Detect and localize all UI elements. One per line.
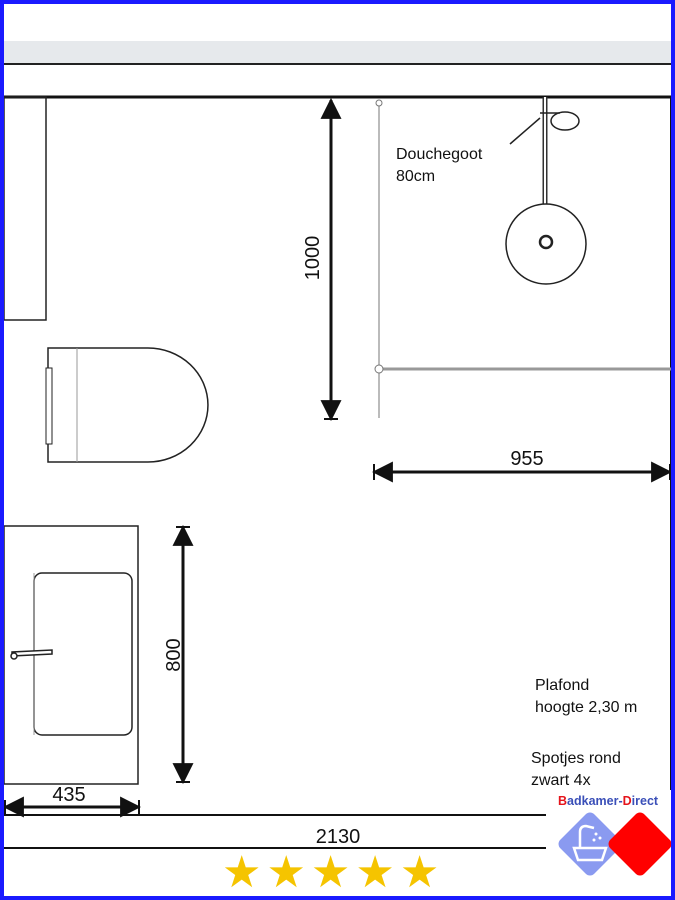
label-shower-drain-2: 80cm [396,168,435,185]
brand-b: B [558,794,568,808]
shower-head [505,97,587,285]
rating-stars: ★ ★ ★ ★ ★ [222,850,452,896]
brand-irect: irect [631,794,659,808]
dim-vanity-depth [2,796,142,818]
label-shower-depth: 1000 [302,236,324,281]
toilet [45,347,209,463]
label-vanity-length: 800 [163,638,185,671]
label-spots-2: zwart 4x [531,772,591,789]
dim-vanity-length [172,524,194,785]
brand-d: D [622,794,632,808]
star-icon: ★ [355,847,395,898]
brand-name: Badkamer-Direct [558,794,658,808]
brand-adkamer: adkamer- [567,794,623,808]
dim-shower-width [371,461,673,483]
vanity [3,525,139,785]
label-ceiling-2: hoogte 2,30 m [535,699,637,716]
wall-cabinet [3,96,47,321]
star-icon: ★ [222,847,262,898]
label-vanity-depth: 435 [52,784,85,806]
label-shower-drain-1: Douchegoot [396,146,483,163]
dim-shower-depth [320,97,342,422]
label-ceiling-1: Plafond [535,677,589,694]
bathtub-logo-icon [558,812,672,876]
top-band [4,41,671,63]
brand-logo: Badkamer-Direct [546,790,675,900]
label-room-width: 2130 [316,826,361,848]
star-icon: ★ [266,847,306,898]
star-icon: ★ [399,847,440,898]
label-shower-width: 955 [510,448,543,470]
star-icon: ★ [310,847,351,898]
label-spots-1: Spotjes rond [531,750,621,767]
